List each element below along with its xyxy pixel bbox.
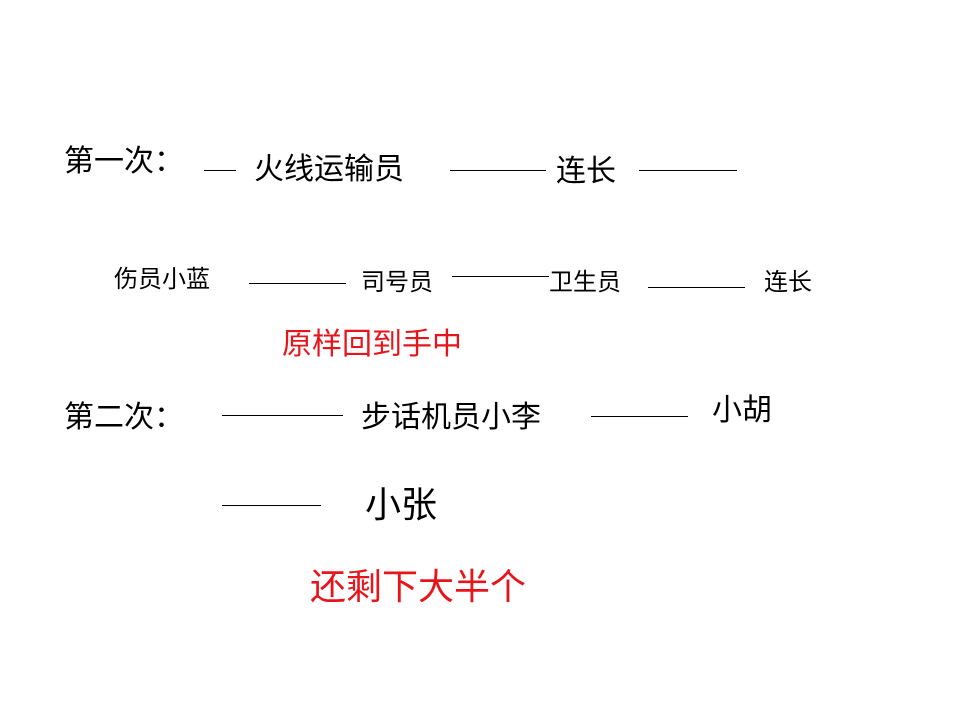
chain-person-xiaohu: 小胡 xyxy=(712,393,772,428)
second-trip-result: 还剩下大半个 xyxy=(310,567,527,608)
chain-person-xiaozhang: 小张 xyxy=(365,485,438,526)
connector-line xyxy=(452,276,549,277)
connector-line xyxy=(222,415,343,416)
chain-person-company-commander: 连长 xyxy=(556,154,616,189)
chain-person-wounded-xiaolan: 伤员小蓝 xyxy=(114,265,210,293)
chain-person-bugler: 司号员 xyxy=(361,268,433,296)
connector-line xyxy=(204,170,236,171)
chain-person-radio-operator-xiaoli: 步话机员小李 xyxy=(361,400,541,435)
connector-line xyxy=(222,505,321,506)
chain-person-company-commander-2: 连长 xyxy=(764,268,812,296)
connector-line xyxy=(648,287,745,288)
chain-person-firefighting-transporter: 火线运输员 xyxy=(254,152,404,187)
chain-person-medic: 卫生员 xyxy=(549,268,621,296)
connector-line xyxy=(249,283,346,284)
first-trip-result: 原样回到手中 xyxy=(282,327,462,362)
connector-line xyxy=(591,416,688,417)
connector-line xyxy=(450,170,546,171)
second-trip-label: 第二次： xyxy=(64,400,184,435)
connector-line xyxy=(639,170,737,171)
first-trip-label: 第一次： xyxy=(64,144,184,179)
